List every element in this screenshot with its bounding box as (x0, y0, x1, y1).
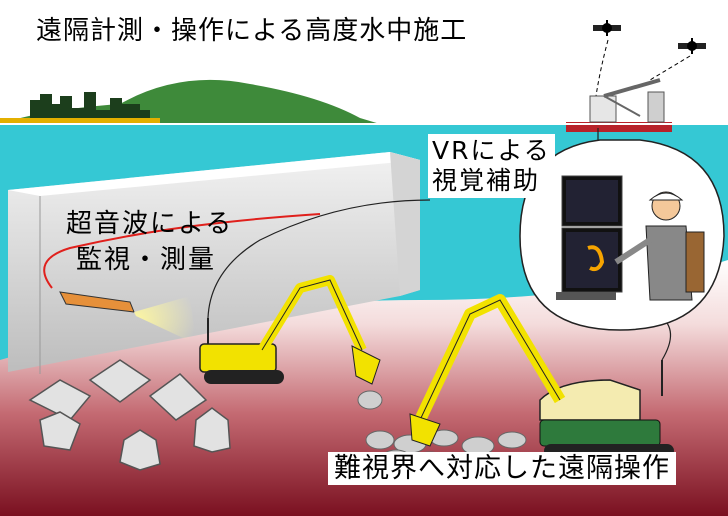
tetrapod-blocks (28, 359, 231, 471)
sonar-label: 超音波による 監視・測量 (66, 206, 233, 278)
satellite-icon (593, 20, 621, 36)
vr-assist-line1: VRによる (432, 136, 551, 165)
sonar-probe-icon (43, 213, 321, 344)
concrete-wall (8, 152, 420, 374)
satellite-link (595, 39, 691, 97)
vr-assist-line2: 視覚補助 (432, 166, 541, 195)
crane-barge-icon (566, 78, 672, 132)
shoreline (0, 79, 380, 124)
diagram-title: 遠隔計測・操作による高度水中施工 (36, 16, 468, 46)
operator-icon (614, 191, 705, 301)
sonar-line1: 超音波による (66, 209, 234, 239)
remote-operation-label: 難視界へ対応した遠隔操作 (328, 452, 676, 485)
sonar-line2: 監視・測量 (76, 245, 217, 275)
excavator-icon (199, 275, 381, 385)
sonar-path (43, 213, 321, 289)
satellite-icon (678, 38, 706, 54)
control-cable (207, 199, 431, 319)
vr-assist-label: VRによる 視覚補助 (428, 134, 555, 198)
